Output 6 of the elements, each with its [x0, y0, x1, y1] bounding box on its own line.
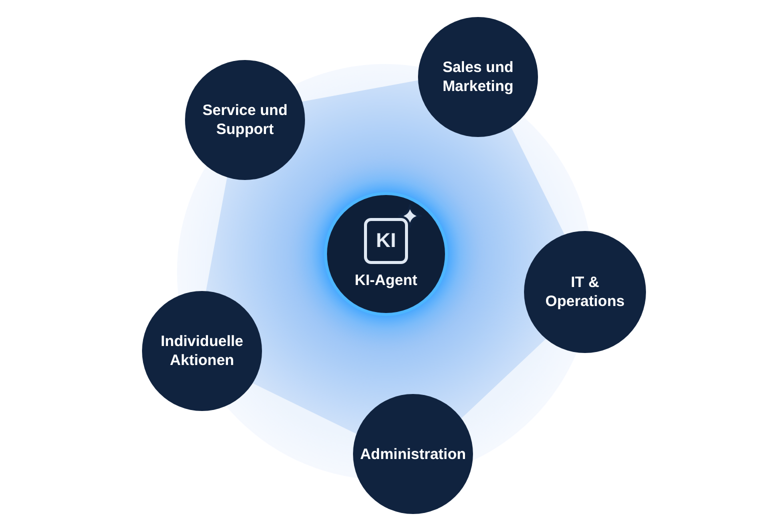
node-label: IT & Operations — [544, 273, 626, 311]
node-label: Service und Support — [201, 101, 289, 139]
node-label: Sales und Marketing — [442, 58, 514, 96]
node-label: Individuelle Aktionen — [160, 332, 244, 370]
node-label: KI-Agent — [354, 272, 418, 290]
node-label: Administration — [359, 444, 467, 464]
